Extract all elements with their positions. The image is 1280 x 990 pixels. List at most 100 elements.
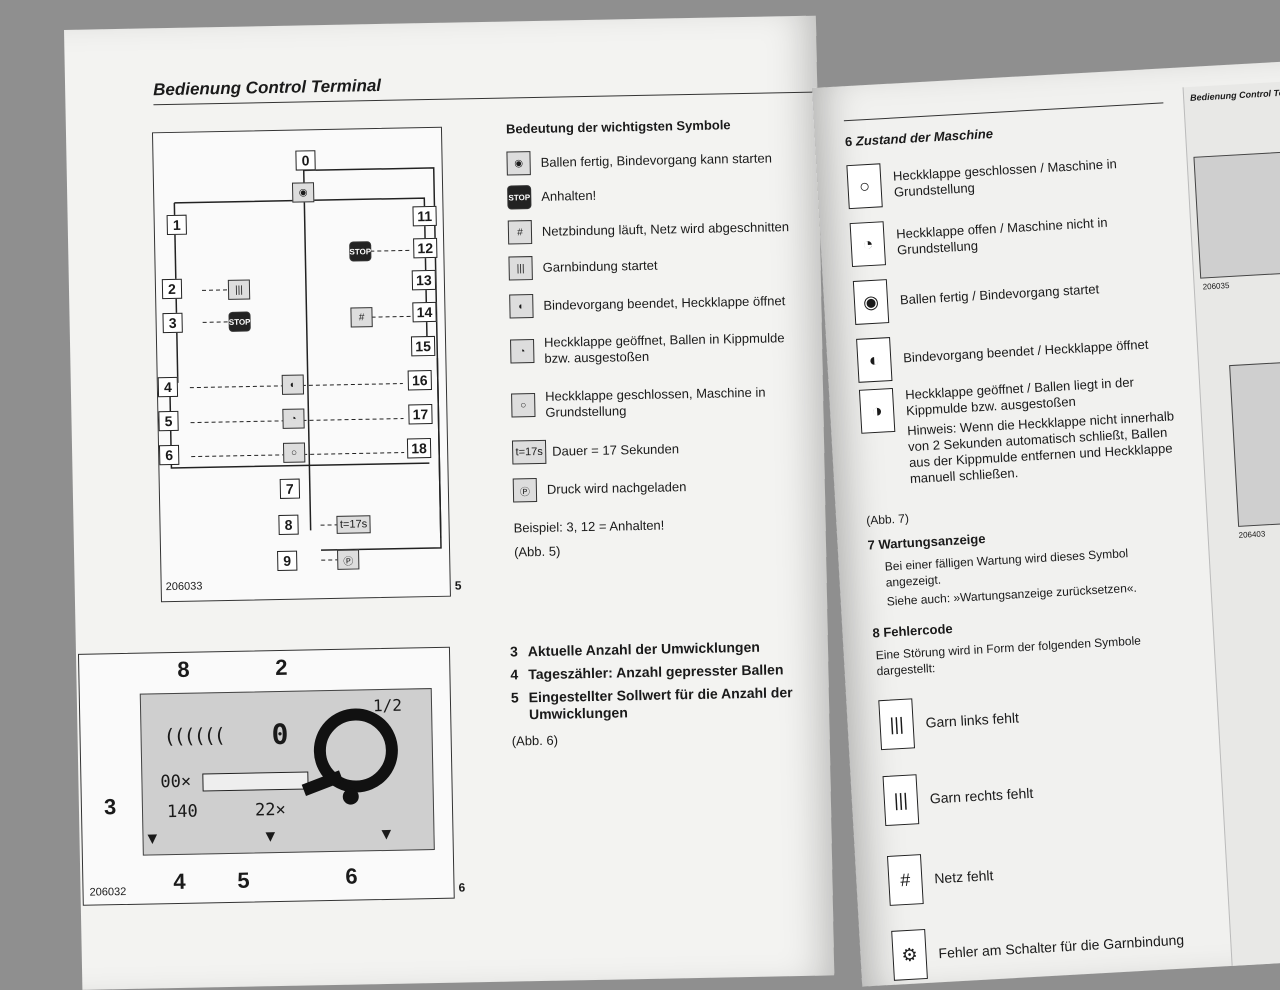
section-number: 8 (872, 625, 880, 640)
error-text: Netz fehlt (934, 867, 994, 886)
tailgate-closed-icon: ○ (511, 393, 535, 417)
state-text: Bindevorgang beendet / Heckklappe öffnet (903, 336, 1154, 366)
symbol-text: Garnbindung startet (543, 258, 658, 276)
next-page-header: Bedienung Control Terminal (1190, 86, 1280, 103)
figure-ref: (Abb. 6) (512, 728, 822, 750)
error-text: Garn rechts fehlt (929, 785, 1033, 807)
section-number: 6 (845, 134, 853, 149)
timer-icon: t=17s (336, 515, 370, 534)
lcd-screen: 1/2 (((((( 0 00× 140 22× ▼ ▼ ▼ (140, 688, 435, 856)
twine-binding-icon: (((((( (163, 723, 224, 748)
switch-error-icon: ⚙ (891, 929, 928, 981)
symbols-title: Bedeutung der wichtigsten Symbole (506, 116, 806, 137)
symbol-text: Netzbindung läuft, Netz wird abgeschnitt… (542, 219, 789, 240)
bale-ejected-icon: ◑ (859, 388, 895, 434)
binding-done-icon: ◐ (282, 374, 304, 394)
binding-done-icon: ◐ (856, 337, 892, 383)
section-number: 7 (867, 537, 875, 552)
bale-counter: 140 (167, 802, 198, 823)
figure-number: 5 (455, 578, 462, 592)
state-text-block: Heckklappe geöffnet / Ballen liegt in de… (905, 372, 1190, 487)
left-page: Bedienung Control Terminal (64, 16, 834, 990)
net-missing-icon: # (887, 854, 924, 906)
figure-code: 206403 (1238, 529, 1265, 539)
figure-code: 206033 (166, 580, 203, 593)
node-4: 4 (158, 377, 178, 397)
binding-done-icon: ◐ (509, 294, 533, 318)
tailgate-icon (291, 702, 403, 814)
node-18: 18 (407, 438, 431, 458)
bale-ready-icon: ◉ (292, 182, 314, 202)
flow-diagram: 0 1 2 3 4 5 6 7 8 9 11 12 13 14 15 16 17… (152, 127, 451, 602)
section-7-heading: 7 Wartungsanzeige (867, 531, 986, 553)
machine-states: ○ Heckklappe geschlossen / Maschine in G… (846, 140, 1194, 490)
node-3: 3 (162, 313, 182, 333)
twine-binding-icon: ||| (508, 256, 532, 280)
next-page-lcd (1193, 151, 1280, 279)
tailgate-closed-icon: ○ (283, 442, 305, 462)
node-16: 16 (408, 370, 432, 390)
wrap-setpoint: 22× (255, 800, 286, 821)
pressure-icon: Ⓟ (513, 478, 537, 502)
stop-icon: STOP (349, 241, 371, 261)
figure-ref: (Abb. 5) (514, 539, 814, 561)
callout-8: 8 (177, 657, 190, 683)
legend-row: 4 Tageszähler: Anzahl gepresster Ballen (510, 661, 820, 684)
symbol-row: Ⓟ Druck wird nachgeladen (513, 465, 814, 511)
callout-3: 3 (104, 794, 117, 820)
error-text: Garn links fehlt (925, 709, 1019, 730)
net-binding-icon: # (350, 307, 372, 327)
legend-row: 5 Eingestellter Sollwert für die Anzahl … (511, 684, 822, 724)
hint-text: Hinweis: Wenn die Heckklappe nicht inner… (907, 408, 1190, 488)
section-title: Wartungsanzeige (878, 531, 986, 552)
twine-right-icon: ||| (883, 774, 920, 826)
node-0: 0 (295, 150, 315, 170)
symbol-legend: Bedeutung der wichtigsten Symbole ◉ Ball… (506, 116, 814, 561)
figure-code: 206032 (89, 886, 126, 899)
arrow-down-icon: ▼ (265, 826, 275, 845)
state-text: Ballen fertig / Bindevorgang startet (900, 278, 1151, 308)
right-page: 6 Zustand der Maschine ○ Heckklappe gesc… (812, 61, 1280, 986)
timer-icon: t=17s (512, 440, 546, 465)
symbol-row: STOP Anhalten! (507, 175, 808, 215)
legend-number: 5 (511, 689, 519, 723)
error-codes: ||| Garn links fehlt ||| Garn rechts feh… (878, 670, 1234, 986)
figure-ref: (Abb. 7) (866, 511, 909, 527)
legend-row: 3 Aktuelle Anzahl der Umwicklungen (510, 638, 820, 661)
wrap-count: 00× (160, 772, 191, 793)
node-6: 6 (159, 445, 179, 465)
legend-text: Aktuelle Anzahl der Umwicklungen (528, 639, 760, 660)
symbol-row: ◉ Ballen fertig, Bindevorgang kann start… (506, 141, 807, 181)
legend-text: Tageszähler: Anzahl gepresster Ballen (528, 661, 783, 683)
bale-ready-icon: ◉ (853, 279, 889, 325)
symbol-text: Anhalten! (541, 188, 596, 205)
callout-2: 2 (275, 655, 288, 681)
twine-binding-icon: ||| (228, 279, 250, 299)
callout-6: 6 (345, 864, 358, 890)
section-8-heading: 8 Fehlercode (872, 621, 953, 640)
tailgate-open-icon: ◔ (282, 408, 304, 428)
error-text: Fehler am Schalter für die Garnbindung (938, 932, 1184, 962)
next-page-lcd (1229, 361, 1280, 527)
bale-ready-icon: ◉ (506, 151, 530, 175)
symbol-row: ○ Heckklappe geschlossen, Maschine in Gr… (511, 371, 812, 435)
node-14: 14 (412, 302, 436, 322)
tailgate-closed-icon: ○ (846, 163, 882, 209)
pressure-icon: Ⓟ (337, 549, 359, 569)
state-text: Heckklappe offen / Maschine nicht in Gru… (896, 213, 1147, 259)
example-text: Beispiel: 3, 12 = Anhalten! (513, 515, 813, 537)
callout-5: 5 (237, 868, 250, 894)
node-1: 1 (167, 215, 187, 235)
symbol-text: Heckklappe geschlossen, Maschine in Grun… (545, 384, 796, 421)
section-6-heading: 6 Zustand der Maschine (845, 126, 994, 149)
header-rule (844, 102, 1164, 121)
node-12: 12 (413, 238, 437, 258)
symbol-row: ◔ Heckklappe geöffnet, Ballen in Kippmul… (510, 321, 811, 377)
symbol-text: Heckklappe geöffnet, Ballen in Kippmulde… (544, 330, 795, 367)
digit-display: 0 (271, 718, 288, 751)
node-13: 13 (412, 270, 436, 290)
node-5: 5 (158, 411, 178, 431)
section-title: Zustand der Maschine (855, 126, 993, 149)
symbol-row: ||| Garnbindung startet (508, 245, 809, 287)
tailgate-open-icon: ◔ (850, 221, 886, 267)
